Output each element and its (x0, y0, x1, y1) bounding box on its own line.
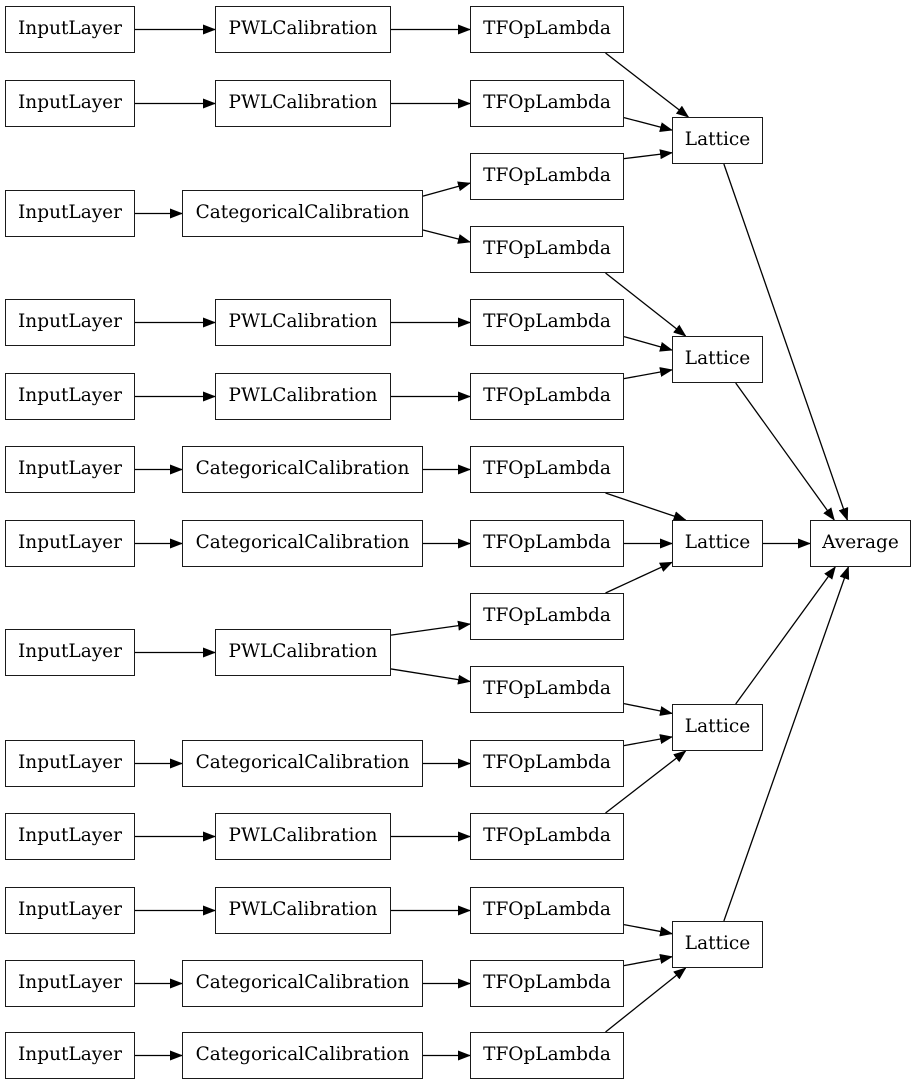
tfoplambda-node: TFOpLambda (470, 80, 624, 127)
edge-t15-to-l5 (605, 967, 687, 1033)
tfoplambda-node: TFOpLambda (470, 960, 624, 1007)
lattice-node: Lattice (672, 921, 763, 968)
edge-c3-to-t4 (422, 229, 471, 244)
edge-t14-to-l5 (623, 953, 673, 967)
pwlcalibration-node: PWLCalibration (215, 373, 391, 420)
tfoplambda-node: TFOpLambda (470, 813, 624, 860)
edge-c8-to-t10 (390, 668, 471, 685)
inputlayer-node: InputLayer (5, 190, 135, 237)
edge-l5-to-avg (723, 566, 850, 922)
inputlayer-node: InputLayer (5, 299, 135, 346)
edge-t9-to-l3 (605, 561, 673, 594)
edge-t4-to-l2 (605, 272, 687, 337)
tfoplambda-node: TFOpLambda (470, 446, 624, 493)
tfoplambda-node: TFOpLambda (470, 666, 624, 713)
categoricalcalibration-node: CategoricalCalibration (182, 1032, 423, 1079)
tfoplambda-node: TFOpLambda (470, 373, 624, 420)
inputlayer-node: InputLayer (5, 887, 135, 934)
inputlayer-node: InputLayer (5, 446, 135, 493)
edge-c3-to-t3 (422, 181, 471, 197)
pwlcalibration-node: PWLCalibration (215, 813, 391, 860)
pwlcalibration-node: PWLCalibration (215, 629, 391, 676)
pwlcalibration-node: PWLCalibration (215, 6, 391, 53)
lattice-node: Lattice (672, 704, 763, 751)
lattice-node: Lattice (672, 336, 763, 383)
lattice-node: Lattice (672, 117, 763, 164)
pwlcalibration-node: PWLCalibration (215, 80, 391, 127)
edge-t3-to-l1 (623, 149, 673, 160)
inputlayer-node: InputLayer (5, 629, 135, 676)
edge-t7-to-l3 (605, 492, 687, 521)
edge-t13-to-l5 (623, 923, 673, 937)
tfoplambda-node: TFOpLambda (470, 6, 624, 53)
edge-t1-to-l1 (605, 52, 690, 118)
edge-t10-to-l4 (623, 702, 673, 716)
edge-c8-to-t9 (390, 620, 471, 636)
inputlayer-node: InputLayer (5, 960, 135, 1007)
edge-l1-to-avg (723, 163, 849, 521)
edge-l4-to-avg (735, 566, 836, 705)
inputlayer-node: InputLayer (5, 6, 135, 53)
edge-t2-to-l1 (623, 116, 673, 132)
inputlayer-node: InputLayer (5, 740, 135, 787)
inputlayer-node: InputLayer (5, 373, 135, 420)
categoricalcalibration-node: CategoricalCalibration (182, 190, 423, 237)
inputlayer-node: InputLayer (5, 80, 135, 127)
tfoplambda-node: TFOpLambda (470, 887, 624, 934)
tfoplambda-node: TFOpLambda (470, 520, 624, 567)
pwlcalibration-node: PWLCalibration (215, 887, 391, 934)
categoricalcalibration-node: CategoricalCalibration (182, 446, 423, 493)
inputlayer-node: InputLayer (5, 520, 135, 567)
lattice-node: Lattice (672, 520, 763, 567)
pwlcalibration-node: PWLCalibration (215, 299, 391, 346)
categoricalcalibration-node: CategoricalCalibration (182, 740, 423, 787)
categoricalcalibration-node: CategoricalCalibration (182, 520, 423, 567)
tfoplambda-node: TFOpLambda (470, 226, 624, 273)
categoricalcalibration-node: CategoricalCalibration (182, 960, 423, 1007)
tfoplambda-node: TFOpLambda (470, 593, 624, 640)
tfoplambda-node: TFOpLambda (470, 299, 624, 346)
edge-t6-to-l2 (623, 367, 673, 380)
tfoplambda-node: TFOpLambda (470, 740, 624, 787)
average-node: Average (810, 520, 911, 567)
inputlayer-node: InputLayer (5, 813, 135, 860)
inputlayer-node: InputLayer (5, 1032, 135, 1079)
edge-t5-to-l2 (623, 335, 673, 352)
tfoplambda-node: TFOpLambda (470, 1032, 624, 1079)
edge-l2-to-avg (735, 382, 835, 521)
edge-t12-to-l4 (605, 750, 687, 814)
tfoplambda-node: TFOpLambda (470, 153, 624, 200)
edge-t11-to-l4 (623, 734, 673, 747)
